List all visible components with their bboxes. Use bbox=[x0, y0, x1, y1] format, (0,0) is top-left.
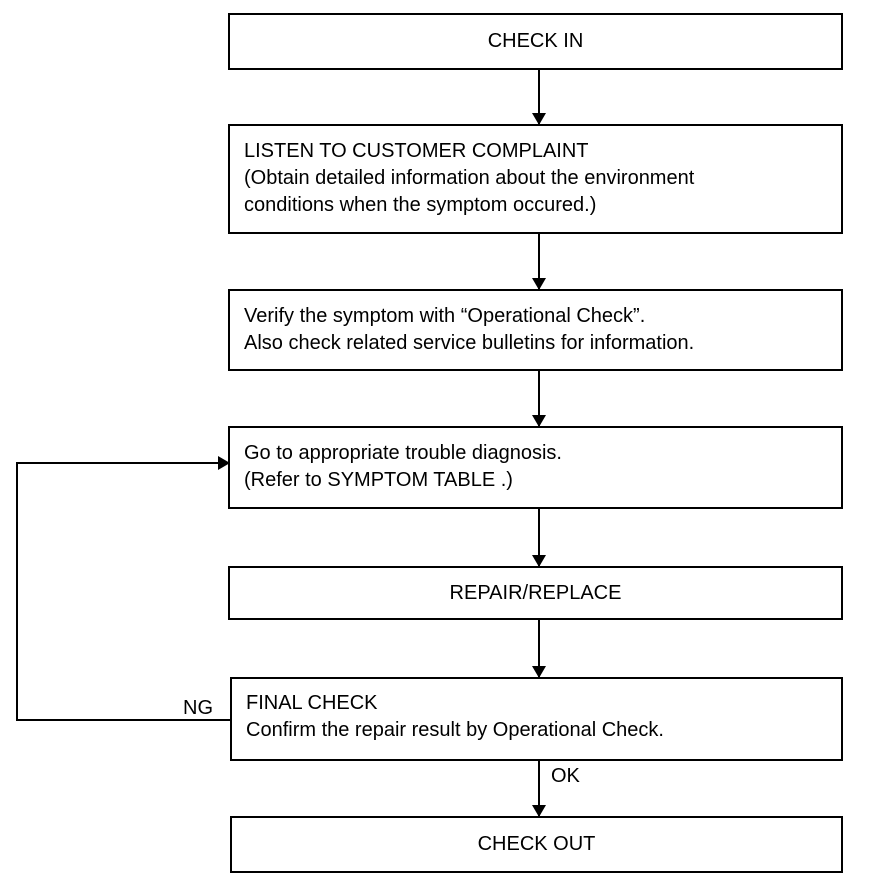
final-check-line-2: Confirm the repair result by Operational… bbox=[246, 719, 664, 741]
step-repair-replace: REPAIR/REPLACE bbox=[228, 566, 843, 620]
listen-line-2: (Obtain detailed information about the e… bbox=[244, 167, 695, 189]
step-verify-symptom: Verify the symptom with “Operational Che… bbox=[228, 289, 843, 371]
step-check-in: CHECK IN bbox=[228, 13, 843, 70]
step-check-out: CHECK OUT bbox=[230, 816, 843, 873]
step-trouble-diagnosis: Go to appropriate trouble diagnosis. (Re… bbox=[228, 426, 843, 509]
final-check-title: FINAL CHECK bbox=[246, 692, 378, 714]
check-in-label: CHECK IN bbox=[487, 30, 584, 52]
ok-branch-label: OK bbox=[551, 765, 580, 787]
verify-line-2: Also check related service bulletins for… bbox=[244, 332, 695, 354]
step-final-check: FINAL CHECK Confirm the repair result by… bbox=[230, 677, 843, 761]
repair-replace-label: REPAIR/REPLACE bbox=[449, 581, 622, 604]
listen-title: LISTEN TO CUSTOMER COMPLAINT bbox=[244, 140, 589, 162]
diagnosis-line-1: Go to appropriate trouble diagnosis. bbox=[244, 442, 562, 464]
step-listen-to-customer-complaint: LISTEN TO CUSTOMER COMPLAINT (Obtain det… bbox=[228, 124, 843, 234]
diagnosis-line-2: (Refer to SYMPTOM TABLE .) bbox=[244, 469, 513, 491]
ng-loop-arrow bbox=[16, 456, 230, 721]
verify-line-1: Verify the symptom with “Operational Che… bbox=[244, 305, 646, 327]
check-out-label: CHECK OUT bbox=[477, 833, 596, 855]
listen-line-3: conditions when the symptom occured.) bbox=[244, 194, 597, 216]
ng-branch-label: NG bbox=[183, 697, 213, 719]
